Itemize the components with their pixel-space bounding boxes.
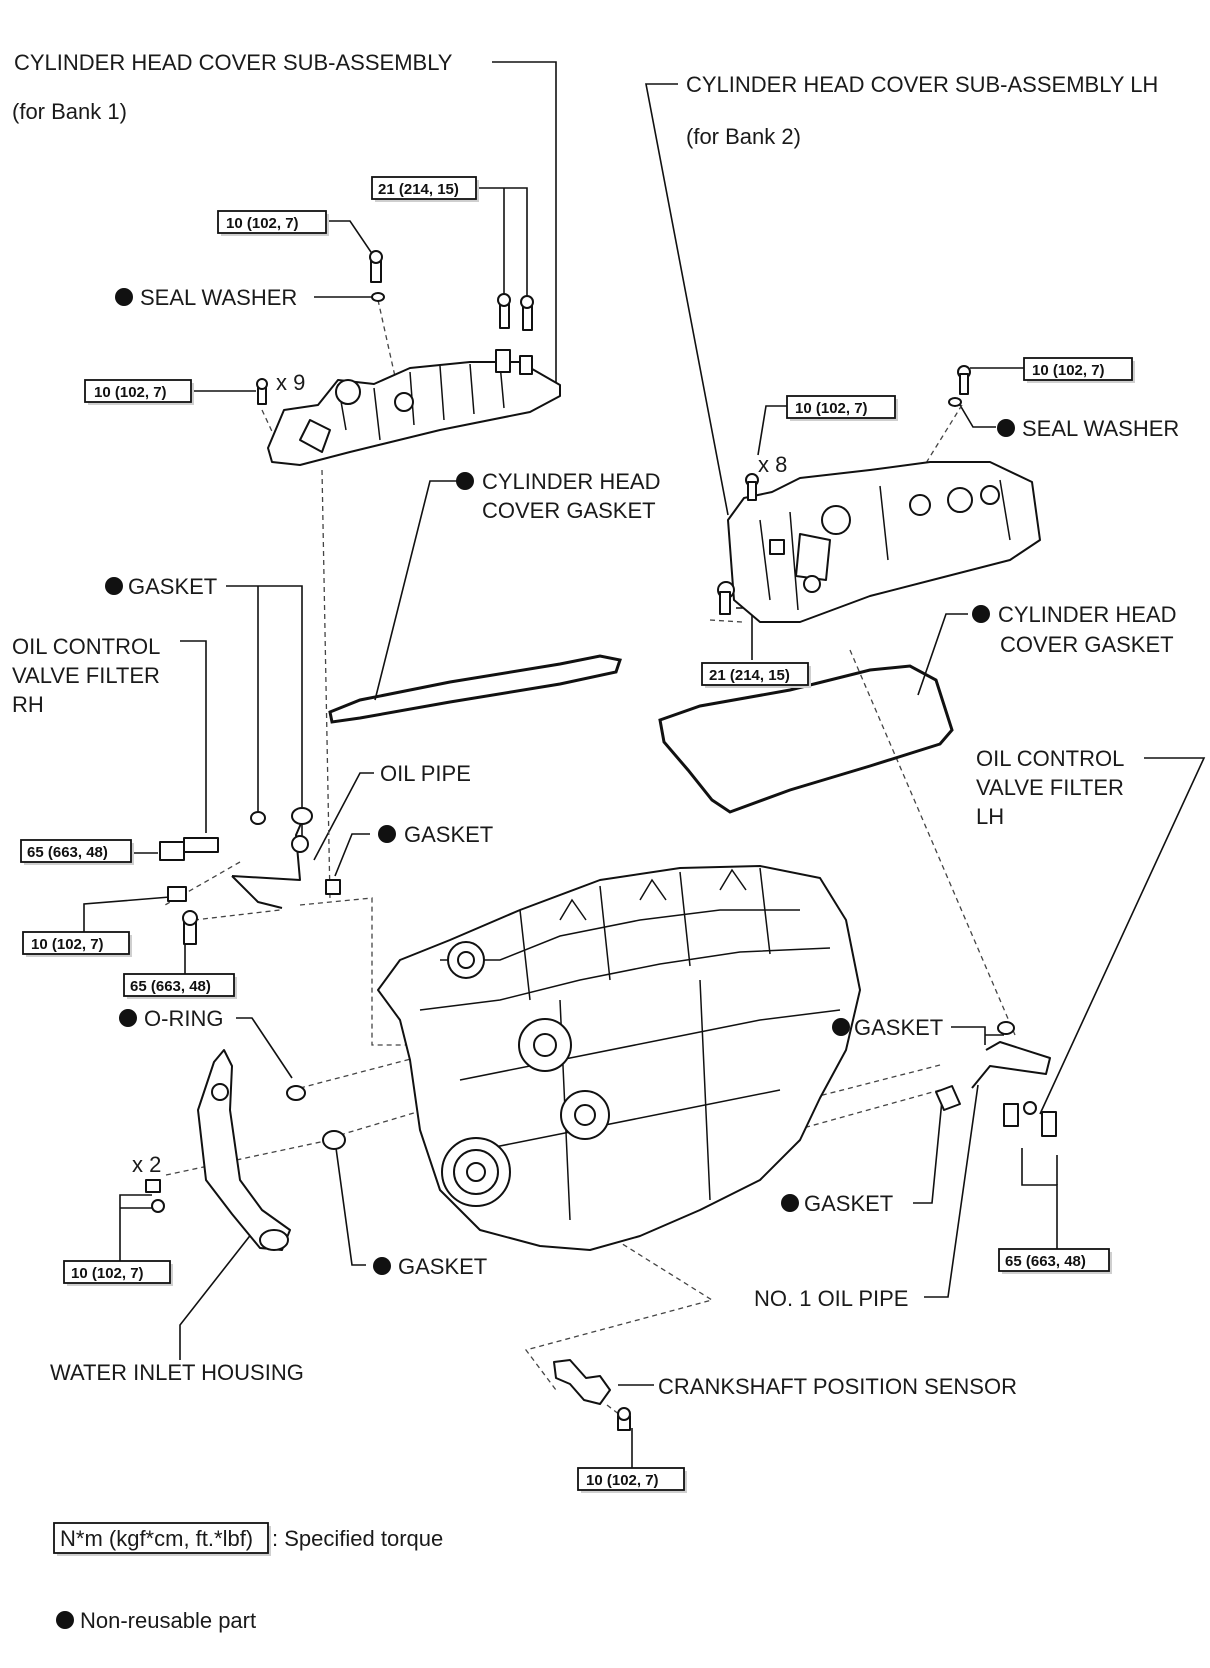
label-ocv-filter-rh-1: OIL CONTROL — [12, 634, 160, 659]
legend-torque-box: N*m (kgf*cm, ft.*lbf) — [60, 1526, 253, 1551]
torque-box: 10 (102, 7) — [217, 210, 329, 236]
torque-label: 10 (102, 7) — [1032, 362, 1105, 379]
label-bank1: (for Bank 1) — [12, 99, 127, 124]
part-labels: CYLINDER HEAD COVER SUB-ASSEMBLY (for Ba… — [12, 50, 1179, 1399]
torque-label: 10 (102, 7) — [586, 1472, 659, 1489]
label-head-gasket-left-2: COVER GASKET — [482, 498, 656, 523]
cylinder-head-cover-bank1 — [267, 349, 561, 466]
torque-box: 10 (102, 7) — [1023, 357, 1135, 383]
torque-box: 10 (102, 7) — [22, 931, 132, 957]
label-head-gasket-right-1: CYLINDER HEAD — [998, 602, 1176, 627]
label-no1-oil-pipe: NO. 1 OIL PIPE — [754, 1286, 908, 1311]
torque-box: 10 (102, 7) — [786, 395, 898, 421]
torque-box: 10 (102, 7) — [84, 379, 194, 405]
torque-label: 65 (663, 48) — [1005, 1253, 1086, 1270]
torque-label: 10 (102, 7) — [31, 936, 104, 953]
torque-label: 10 (102, 7) — [94, 384, 167, 401]
torque-box: 65 (663, 48) — [20, 839, 134, 865]
torque-label: 21 (214, 15) — [378, 181, 459, 198]
legend-nonreusable: Non-reusable part — [80, 1608, 256, 1633]
label-gasket-right-mid: GASKET — [854, 1015, 943, 1040]
torque-label: 10 (102, 7) — [226, 215, 299, 232]
label-x2: x 2 — [132, 1152, 161, 1177]
label-ocv-filter-lh-2: VALVE FILTER — [976, 775, 1124, 800]
non-reusable-bullets — [56, 288, 1015, 1629]
torque-label: 21 (214, 15) — [709, 667, 790, 684]
label-ocv-filter-rh-3: RH — [12, 692, 44, 717]
legend-torque-text: : Specified torque — [272, 1526, 443, 1551]
torque-box: 21 (214, 15) — [371, 176, 479, 202]
legend: N*m (kgf*cm, ft.*lbf) : Specified torque… — [53, 1522, 443, 1633]
label-ocv-filter-lh-1: OIL CONTROL — [976, 746, 1124, 771]
label-head-gasket-left-1: CYLINDER HEAD — [482, 469, 660, 494]
water-inlet-housing — [145, 1049, 291, 1251]
label-ocv-filter-rh-2: VALVE FILTER — [12, 663, 160, 688]
label-head-cover-bank2: CYLINDER HEAD COVER SUB-ASSEMBLY LH — [686, 72, 1158, 97]
torque-box: 65 (663, 48) — [123, 973, 237, 999]
label-head-gasket-right-2: COVER GASKET — [1000, 632, 1174, 657]
cylinder-head-cover-gasket-right — [658, 664, 954, 814]
engine-block — [377, 865, 861, 1251]
torque-label: 10 (102, 7) — [71, 1265, 144, 1282]
label-gasket-upper-left: GASKET — [128, 574, 217, 599]
crankshaft-position-sensor — [553, 1359, 631, 1431]
cylinder-head-cover-bank2 — [727, 461, 1041, 623]
label-seal-washer-right: SEAL WASHER — [1022, 416, 1179, 441]
label-head-cover-bank1: CYLINDER HEAD COVER SUB-ASSEMBLY — [14, 50, 453, 75]
torque-label: 10 (102, 7) — [795, 400, 868, 417]
torque-box: 65 (663, 48) — [998, 1248, 1112, 1274]
label-gasket-oil-pipe: GASKET — [404, 822, 493, 847]
label-x8: x 8 — [758, 452, 787, 477]
bolt-set-right — [717, 365, 971, 615]
label-gasket-bottom: GASKET — [398, 1254, 487, 1279]
label-ocv-filter-lh-3: LH — [976, 804, 1004, 829]
o-ring-and-gaskets-left — [286, 1085, 346, 1150]
label-water-inlet-housing: WATER INLET HOUSING — [50, 1360, 304, 1385]
label-x9: x 9 — [276, 370, 305, 395]
label-crankshaft-position-sensor: CRANKSHAFT POSITION SENSOR — [658, 1374, 1017, 1399]
label-gasket-right-low: GASKET — [804, 1191, 893, 1216]
label-bank2: (for Bank 2) — [686, 124, 801, 149]
cylinder-head-cover-gasket-left — [328, 654, 622, 724]
torque-box: 21 (214, 15) — [701, 662, 811, 688]
leader-lines — [83, 61, 1206, 1468]
label-seal-washer-left: SEAL WASHER — [140, 285, 297, 310]
torque-specs: 21 (214, 15) 10 (102, 7) 10 (102, 7) 10 … — [20, 176, 1135, 1493]
torque-label: 65 (663, 48) — [27, 844, 108, 861]
label-o-ring: O-RING — [144, 1006, 223, 1031]
torque-box: 10 (102, 7) — [577, 1467, 687, 1493]
oil-pipe-left — [159, 807, 341, 945]
label-oil-pipe: OIL PIPE — [380, 761, 471, 786]
no1-oil-pipe — [935, 1021, 1057, 1137]
torque-box: 10 (102, 7) — [63, 1260, 173, 1286]
torque-label: 65 (663, 48) — [130, 978, 211, 995]
bolt-set-top-left — [256, 250, 534, 405]
